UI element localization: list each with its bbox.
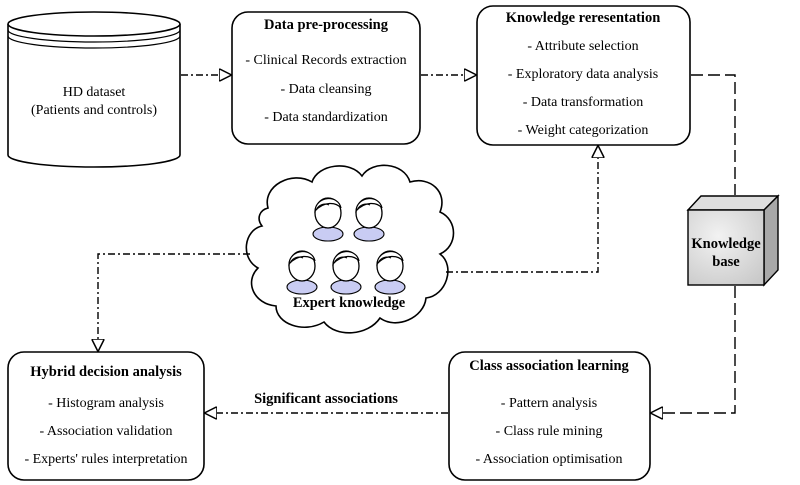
preprocessing-title: Data pre-processing (264, 17, 388, 33)
edge-expert-to-hybrid (98, 253, 250, 351)
dataset-title: HD dataset (62, 85, 126, 100)
knowledge-representation-item: - Exploratory data analysis (507, 67, 659, 82)
expert-head-icon (312, 197, 344, 242)
dataset-subtitle: (Patients and controls) (31, 103, 157, 118)
preprocessing-item: - Data cleansing (280, 82, 372, 97)
expert-knowledge-label: Expert knowledge (292, 295, 406, 311)
hybrid-item: - Experts' rules interpretation (24, 452, 188, 467)
edge-representation-to-knowledge-base (691, 74, 736, 195)
knowledge-representation-item: - Weight categorization (517, 123, 649, 138)
class-learning-item: - Class rule mining (495, 424, 603, 439)
class-learning-item: - Association optimisation (475, 452, 623, 467)
expert-head-icon (353, 197, 385, 242)
hybrid-title: Hybrid decision analysis (30, 364, 182, 380)
knowledge-base-label: Knowledge (691, 236, 761, 252)
hybrid-item: - Association validation (39, 424, 173, 439)
knowledge-representation-title: Knowledge reresentation (505, 10, 661, 26)
expert-head-icon (286, 250, 318, 295)
edge-expert-to-representation (446, 146, 598, 273)
hybrid-item: - Histogram analysis (48, 396, 164, 411)
knowledge-base-cube (686, 194, 780, 287)
preprocessing-item: - Data standardization (264, 110, 388, 125)
class-learning-title: Class association learning (469, 358, 629, 374)
knowledge-representation-item: - Attribute selection (527, 39, 639, 54)
class-learning-box (448, 351, 651, 481)
class-learning-item: - Pattern analysis (500, 396, 598, 411)
significant-associations-label: Significant associations (254, 391, 398, 407)
edge-knowledge-base-to-class-learning (651, 286, 736, 413)
expert-head-icon (330, 250, 362, 295)
knowledge-representation-box (476, 5, 691, 146)
knowledge-base-label: base (712, 254, 740, 270)
preprocessing-item: - Clinical Records extraction (245, 53, 407, 68)
knowledge-representation-item: - Data transformation (522, 95, 644, 110)
preprocessing-box (231, 11, 421, 145)
hd-dataset-cylinder (7, 11, 181, 168)
expert-head-icon (374, 250, 406, 295)
hybrid-analysis-box (7, 351, 205, 481)
